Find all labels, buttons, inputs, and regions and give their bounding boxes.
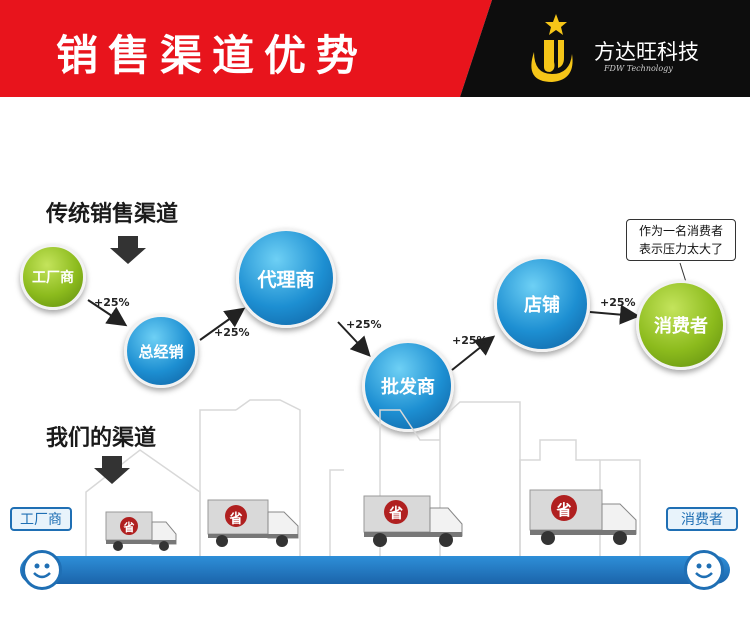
markup-label: +25%	[452, 334, 488, 347]
header-background	[0, 0, 750, 97]
delivery-road	[20, 556, 730, 584]
delivery-truck: 省	[528, 486, 640, 546]
end-label: 消费者	[666, 507, 738, 531]
markup-label: +25%	[214, 326, 250, 339]
truck-mark: 省	[123, 521, 135, 534]
traditional-title: 传统销售渠道	[46, 202, 179, 227]
logo-name: 方达旺科技	[594, 40, 699, 64]
speech-line: 表示压力太大了	[638, 242, 723, 256]
truck-mark: 省	[389, 506, 403, 522]
node-factory: 工厂商	[20, 244, 86, 310]
page-title: 销售渠道优势	[56, 31, 369, 80]
speech-line: 作为一名消费者	[638, 224, 723, 238]
logo-subtitle: FDW Technology	[604, 64, 673, 73]
smiley-icon	[22, 550, 62, 590]
down-arrow-icon	[110, 236, 146, 264]
down-arrow-icon	[94, 456, 130, 484]
node-consumer: 消费者	[636, 280, 726, 370]
smiley-icon	[684, 550, 724, 590]
delivery-truck: 省	[206, 496, 302, 548]
truck-mark: 省	[556, 501, 572, 519]
speech-bubble: 作为一名消费者 表示压力太大了	[626, 219, 736, 261]
truck-mark: 省	[229, 512, 243, 527]
markup-label: +25%	[600, 296, 636, 309]
our-channel-title: 我们的渠道	[46, 426, 157, 451]
delivery-truck: 省	[104, 508, 180, 552]
start-label: 工厂商	[10, 507, 72, 531]
markup-label: +25%	[346, 318, 382, 331]
logo-icon	[531, 14, 573, 82]
node-agent: 代理商	[236, 228, 336, 328]
node-wholesaler: 批发商	[362, 340, 454, 432]
delivery-truck: 省	[362, 492, 466, 548]
node-distributor: 总经销	[124, 314, 198, 388]
markup-label: +25%	[94, 296, 130, 309]
node-store: 店铺	[494, 256, 590, 352]
